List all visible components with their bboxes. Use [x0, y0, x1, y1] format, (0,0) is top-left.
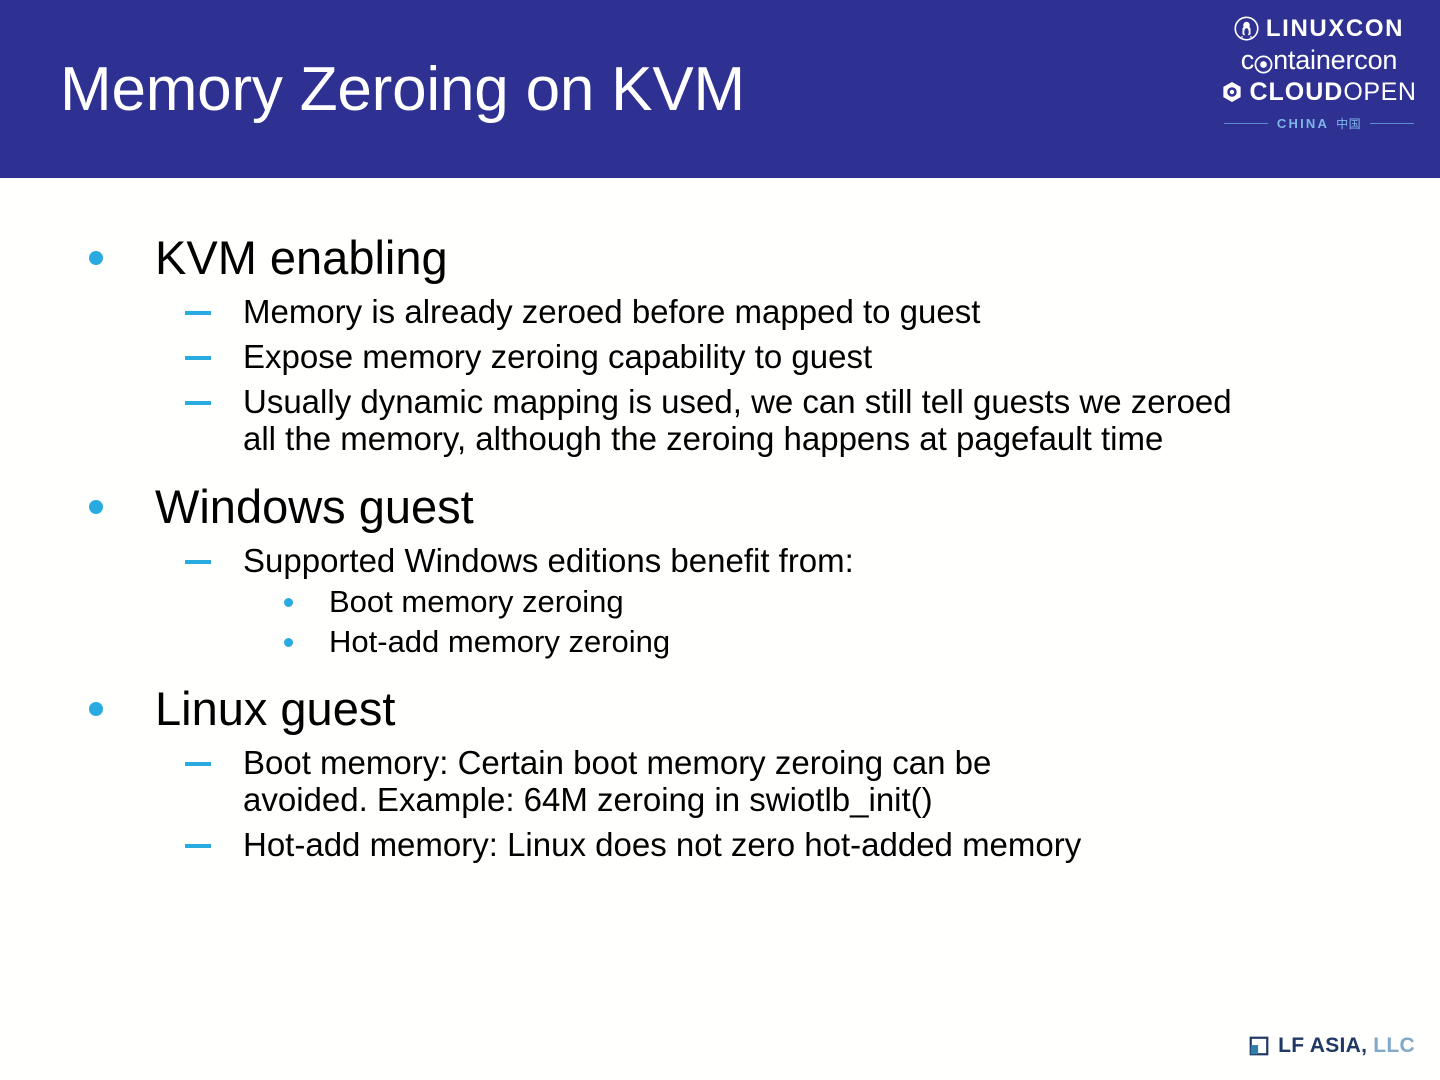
bullet-text: Hot-add memory: Linux does not zero hot-… — [243, 826, 1082, 863]
cloudopen-hex-icon — [1221, 81, 1243, 103]
bullet-list-level-3: Boot memory zeroing Hot-add memory zeroi… — [155, 584, 1440, 659]
bullet-list-level-2: Boot memory: Certain boot memory zeroing… — [0, 744, 1440, 863]
bullet-list-level-2: Supported Windows editions benefit from:… — [0, 542, 1440, 659]
rule-left — [1223, 123, 1268, 124]
logo-text-cloud: CLOUD — [1249, 78, 1344, 106]
logo-text-containercon-prefix: c — [1240, 45, 1255, 75]
slide-body: KVM enabling Memory is already zeroed be… — [0, 178, 1440, 863]
footer-brand-name: LF ASIA, — [1278, 1034, 1368, 1057]
list-item: Boot memory: Certain boot memory zeroing… — [155, 744, 1440, 818]
slide-header-band — [0, 0, 1440, 178]
bullet-dot-icon — [89, 500, 103, 514]
bullet-dot-icon — [89, 251, 103, 265]
list-item: Hot-add memory: Linux does not zero hot-… — [155, 826, 1440, 863]
bullet-list-level-1: KVM enabling Memory is already zeroed be… — [0, 230, 1440, 863]
list-item: Hot-add memory zeroing — [242, 624, 1440, 659]
footer-brand: LF ASIA, LLC — [1248, 1034, 1415, 1058]
bullet-dash-icon — [185, 401, 211, 405]
logo-text-containercon-suffix: ntainercon — [1273, 45, 1398, 75]
bullet-dash-icon — [185, 356, 211, 360]
list-item: Windows guest — [0, 479, 1440, 534]
bullet-text: Linux guest — [155, 682, 396, 735]
bullet-dash-icon — [185, 844, 211, 848]
list-item: Boot memory zeroing — [242, 584, 1440, 619]
bullet-text: Boot memory: Certain boot memory zeroing… — [243, 744, 992, 818]
logo-text-linuxcon: LINUXCON — [1265, 15, 1405, 42]
list-item: Expose memory zeroing capability to gues… — [155, 338, 1440, 375]
bullet-text: Windows guest — [155, 480, 474, 533]
page-title: Memory Zeroing on KVM — [60, 55, 745, 124]
bullet-text: Boot memory zeroing — [329, 584, 624, 619]
bullet-dot-small-icon — [284, 638, 293, 647]
logo-text-region: CHINA 中国 — [1268, 115, 1370, 132]
bullet-dash-icon — [185, 560, 211, 564]
logo-row-linuxcon: LINUXCON — [1223, 16, 1415, 41]
list-item: Supported Windows editions benefit from: — [155, 542, 1440, 579]
list-item: Usually dynamic mapping is used, we can … — [155, 383, 1440, 457]
target-o-icon — [1254, 51, 1273, 73]
bullet-dash-icon — [185, 311, 211, 315]
logo-text-region-cjk: 中国 — [1336, 117, 1362, 131]
conference-logo-lockup: LINUXCON c ntainercon — [1221, 16, 1417, 132]
bullet-text: Hot-add memory zeroing — [329, 624, 671, 659]
bullet-text: Expose memory zeroing capability to gues… — [243, 338, 873, 375]
bullet-dash-icon — [185, 762, 211, 766]
bullet-text: Usually dynamic mapping is used, we can … — [243, 383, 1232, 457]
bullet-text: Memory is already zeroed before mapped t… — [243, 293, 981, 330]
bullet-text: Supported Windows editions benefit from: — [243, 542, 854, 579]
logo-text-containercon: c ntainercon — [1240, 45, 1398, 75]
bullet-dot-small-icon — [284, 598, 293, 607]
penguin-roundel-icon — [1234, 16, 1259, 41]
footer-brand-suffix: LLC — [1373, 1034, 1415, 1057]
bullet-text: KVM enabling — [155, 231, 448, 284]
bullet-dot-icon — [89, 702, 103, 716]
lf-asia-square-icon — [1248, 1035, 1270, 1057]
list-item: Linux guest — [0, 681, 1440, 736]
bullet-list-level-2: Memory is already zeroed before mapped t… — [0, 293, 1440, 457]
rule-right — [1370, 123, 1415, 124]
logo-text-region-latin: CHINA — [1276, 116, 1330, 131]
logo-row-region: CHINA 中国 — [1223, 115, 1415, 132]
logo-text-open: OPEN — [1343, 78, 1417, 106]
list-item: Memory is already zeroed before mapped t… — [155, 293, 1440, 330]
logo-row-cloudopen: CLOUD OPEN — [1221, 78, 1417, 106]
list-item: KVM enabling — [0, 230, 1440, 285]
logo-row-containercon: c ntainercon — [1223, 46, 1415, 74]
